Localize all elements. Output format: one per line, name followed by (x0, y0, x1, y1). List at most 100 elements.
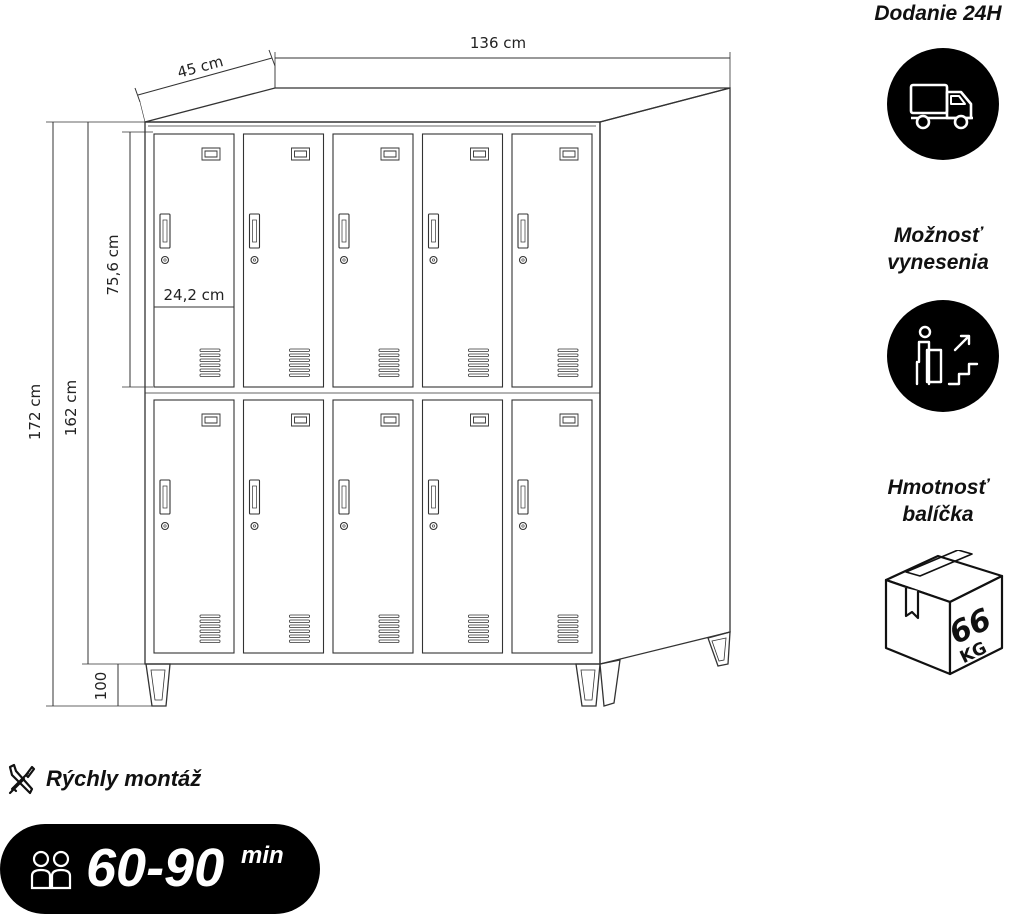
door-handle (248, 479, 261, 515)
vent-slot (199, 614, 221, 618)
vent-slot (557, 373, 579, 377)
weight-title: Hmotnosť balíčka (887, 476, 989, 526)
locker-door (511, 399, 593, 654)
name-plate (559, 147, 579, 161)
door-handle (248, 213, 261, 249)
door-lock (339, 255, 349, 265)
delivery-badge (887, 48, 999, 160)
vent-slot (378, 353, 400, 357)
vent-slot (199, 363, 221, 367)
vent-slot (378, 368, 400, 372)
wrench-screwdriver-icon (8, 763, 36, 795)
door-handle (159, 479, 171, 515)
vent-slot (557, 348, 579, 352)
door-lock (518, 521, 528, 531)
vent-slot (557, 619, 579, 623)
vent-slot (557, 358, 579, 362)
assembly-time-pill: 60-90 min (0, 824, 320, 914)
back-right-leg (707, 631, 731, 667)
vent-slot (199, 634, 221, 638)
vent-slot (468, 614, 489, 618)
vent-slot (468, 368, 489, 372)
vent-slot (378, 348, 400, 352)
assembly-time-unit: min (241, 842, 284, 869)
total-height-label: 172 cm (26, 384, 44, 440)
door-width-label: 24,2 cm (163, 286, 224, 304)
cabinet-top (144, 87, 731, 123)
vent-slot (557, 639, 579, 643)
vent-slot (468, 363, 489, 367)
name-plate (291, 413, 310, 427)
door-handle (338, 479, 350, 515)
vent-slot (378, 363, 400, 367)
vent-slot (378, 358, 400, 362)
locker-door (511, 133, 593, 388)
two-people-icon (30, 850, 72, 890)
width-label: 136 cm (470, 34, 526, 52)
vent-slot (289, 629, 310, 633)
leg-height-label: 100 (92, 672, 110, 701)
name-plate (201, 147, 221, 161)
body-height-label: 162 cm (62, 380, 80, 436)
carry-badge (887, 300, 999, 412)
door-lock (250, 521, 259, 531)
name-plate (559, 413, 579, 427)
truck-icon (909, 83, 973, 130)
vent-slot (378, 639, 400, 643)
door-handle (517, 479, 529, 515)
name-plate (470, 147, 489, 161)
delivery-title: Dodanie 24H (874, 2, 1002, 25)
name-plate (380, 147, 400, 161)
vent-slot (468, 358, 489, 362)
cabinet-side (599, 87, 731, 665)
depth-label: 45 cm (175, 52, 225, 81)
vent-slot (468, 634, 489, 638)
door-lock (518, 255, 528, 265)
vent-slot (378, 373, 400, 377)
locker-door (242, 399, 325, 654)
vent-slot (289, 639, 310, 643)
vent-slot (289, 368, 310, 372)
vent-slot (199, 639, 221, 643)
name-plate (201, 413, 221, 427)
vent-slot (557, 629, 579, 633)
vent-slot (289, 624, 310, 628)
vent-slot (557, 624, 579, 628)
locker-door (421, 133, 504, 388)
door-handle (427, 479, 440, 515)
carry-title: Možnosť vynesenia (887, 224, 989, 274)
vent-slot (289, 358, 310, 362)
vent-slot (378, 629, 400, 633)
vent-slot (289, 353, 310, 357)
vent-slot (199, 348, 221, 352)
locker-door (332, 133, 414, 388)
assembly-title: Rýchly montáž (46, 766, 202, 791)
door-handle (338, 213, 350, 249)
vent-slot (468, 624, 489, 628)
locker-door (242, 133, 325, 388)
locker-door (153, 399, 235, 654)
door-lock (429, 255, 438, 265)
front-left-leg (145, 663, 171, 707)
door-lock (339, 521, 349, 531)
vent-slot (199, 368, 221, 372)
person-stairs-icon (915, 325, 979, 386)
vent-slot (468, 619, 489, 623)
assembly-time-value: 60-90 (86, 838, 225, 898)
vent-slot (199, 629, 221, 633)
door-handle (517, 213, 529, 249)
vent-slot (378, 634, 400, 638)
door-lock (250, 255, 259, 265)
locker-door (153, 133, 235, 388)
locker-doors (153, 133, 593, 654)
vent-slot (557, 363, 579, 367)
door-lock (160, 521, 170, 531)
name-plate (291, 147, 310, 161)
vent-slot (199, 619, 221, 623)
vent-slot (557, 634, 579, 638)
vent-slot (289, 348, 310, 352)
vent-slot (557, 368, 579, 372)
door-handle (159, 213, 171, 249)
vent-slot (557, 614, 579, 618)
